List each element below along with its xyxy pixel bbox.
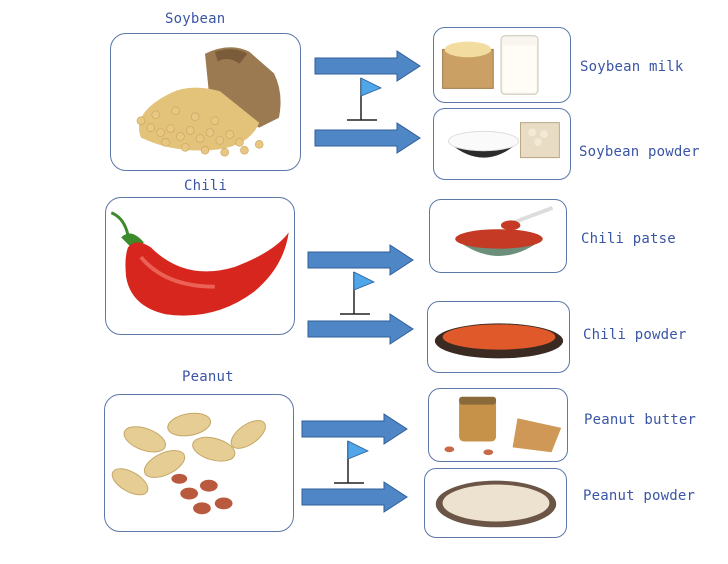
arrow-right-icon bbox=[307, 313, 414, 345]
chili-paste-bowl-image bbox=[455, 205, 554, 256]
peanuts-image bbox=[111, 412, 266, 515]
soybean-milk-image-box bbox=[433, 27, 571, 103]
peanut-butter-jar-image bbox=[444, 396, 562, 456]
soy-milk-glass-image bbox=[442, 35, 539, 95]
soybean-powder-image-box bbox=[433, 108, 571, 180]
flag-icon bbox=[334, 440, 369, 484]
chili-paste-image-box bbox=[429, 199, 567, 273]
flag-icon bbox=[340, 271, 375, 315]
arrow-right-icon bbox=[314, 122, 421, 154]
soy-powder-bowl-image bbox=[448, 122, 560, 159]
peanut-powder-plate-image bbox=[435, 480, 557, 528]
source-label-soybean: Soybean bbox=[165, 11, 226, 27]
product-label-chili-powder: Chili powder bbox=[583, 327, 687, 343]
peanut-image-box bbox=[104, 394, 294, 532]
product-label-peanut-powder: Peanut powder bbox=[583, 488, 696, 504]
arrow-right-icon bbox=[301, 481, 408, 513]
source-label-chili: Chili bbox=[184, 178, 228, 194]
product-label-chili-paste: Chili patse bbox=[581, 231, 676, 247]
chili-image-box bbox=[105, 197, 295, 335]
source-label-peanut: Peanut bbox=[182, 369, 234, 385]
arrow-right-icon bbox=[301, 413, 408, 445]
arrow-right-icon bbox=[307, 244, 414, 276]
soybean-image-box bbox=[110, 33, 301, 171]
soybean-sack-image bbox=[136, 47, 281, 157]
product-label-soybean-powder: Soybean powder bbox=[579, 144, 700, 160]
red-chili-image bbox=[110, 211, 289, 316]
peanut-powder-image-box bbox=[424, 468, 567, 538]
product-label-soybean-milk: Soybean milk bbox=[580, 59, 684, 75]
chili-powder-plate-image bbox=[434, 323, 564, 359]
chili-powder-image-box bbox=[427, 301, 570, 373]
peanut-butter-image-box bbox=[428, 388, 568, 462]
arrow-right-icon bbox=[314, 50, 421, 82]
flag-icon bbox=[347, 77, 382, 121]
product-label-peanut-butter: Peanut butter bbox=[584, 412, 697, 428]
